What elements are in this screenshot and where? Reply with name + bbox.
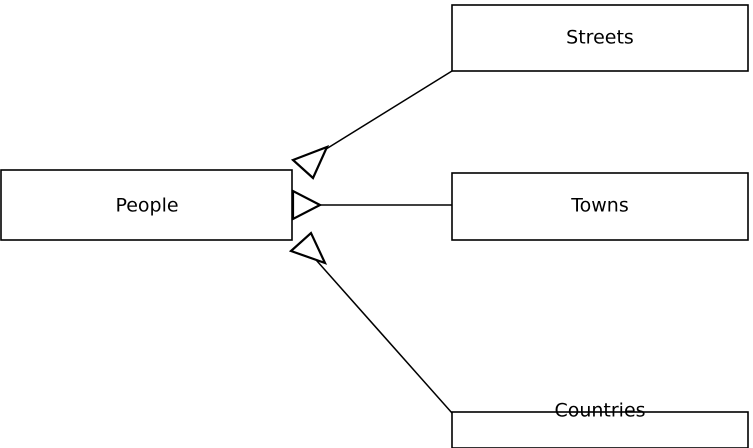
arrowhead-countries-icon xyxy=(288,231,328,265)
node-label-group: People Streets Towns Countries xyxy=(115,27,645,422)
arrowhead-streets-icon xyxy=(290,145,330,180)
node-group xyxy=(0,4,749,448)
node-people-label: People xyxy=(115,195,178,217)
edge-people-streets[interactable] xyxy=(309,70,453,160)
node-countries-label: Countries xyxy=(554,400,645,422)
node-countries-box[interactable] xyxy=(451,411,749,448)
node-streets-box[interactable] xyxy=(451,4,749,72)
node-towns-box[interactable] xyxy=(451,172,749,241)
node-streets-label: Streets xyxy=(566,27,634,49)
arrowhead-towns-icon xyxy=(291,189,323,221)
edge-people-countries[interactable] xyxy=(308,251,453,414)
arrowhead-group xyxy=(288,145,330,265)
node-towns-label: Towns xyxy=(570,195,628,217)
edge-group xyxy=(308,70,453,414)
